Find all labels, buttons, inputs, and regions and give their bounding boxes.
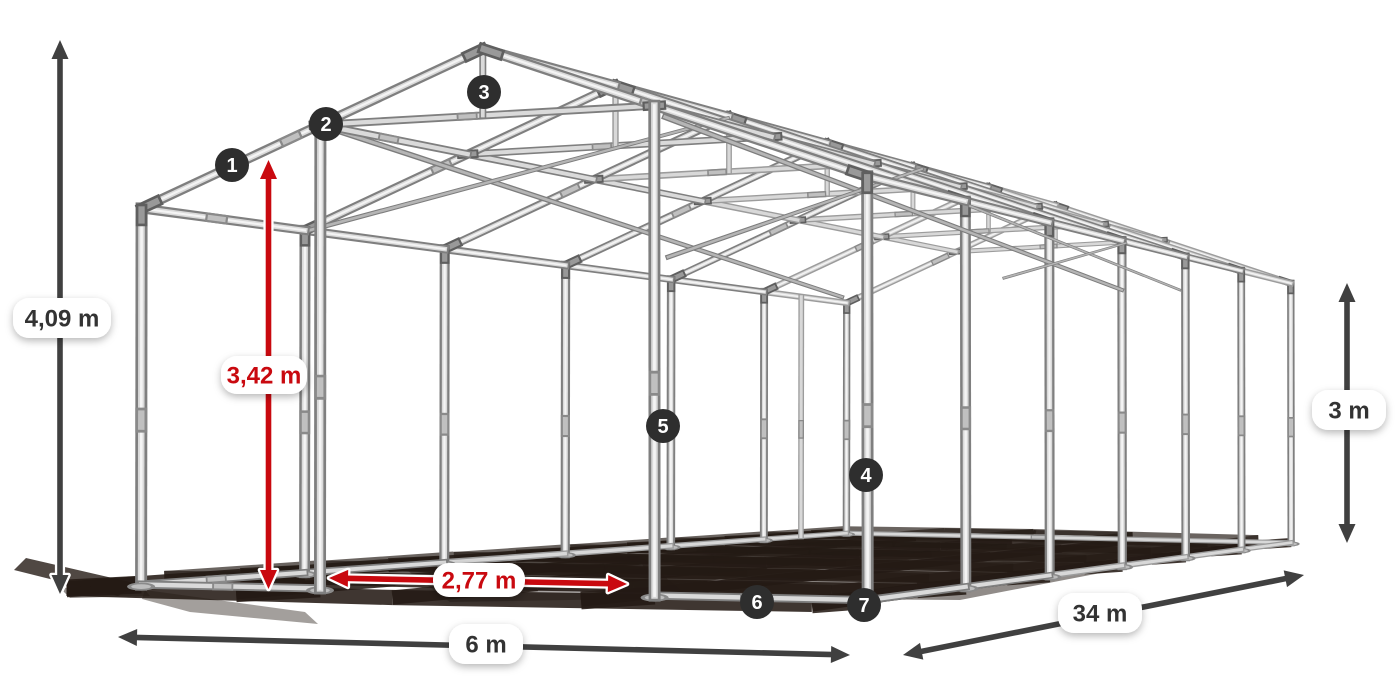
svg-text:34 m: 34 m <box>1073 600 1128 627</box>
svg-text:7: 7 <box>858 595 869 617</box>
svg-text:6 m: 6 m <box>465 631 506 658</box>
svg-text:3,42 m: 3,42 m <box>227 362 302 389</box>
svg-text:3: 3 <box>478 82 489 104</box>
svg-text:4: 4 <box>860 465 872 487</box>
svg-text:2,77 m: 2,77 m <box>442 567 517 594</box>
svg-text:3 m: 3 m <box>1328 397 1369 424</box>
svg-text:2: 2 <box>320 114 331 136</box>
svg-text:6: 6 <box>751 592 762 614</box>
svg-text:1: 1 <box>226 155 237 177</box>
svg-text:4,09 m: 4,09 m <box>25 305 100 332</box>
svg-text:5: 5 <box>657 416 668 438</box>
